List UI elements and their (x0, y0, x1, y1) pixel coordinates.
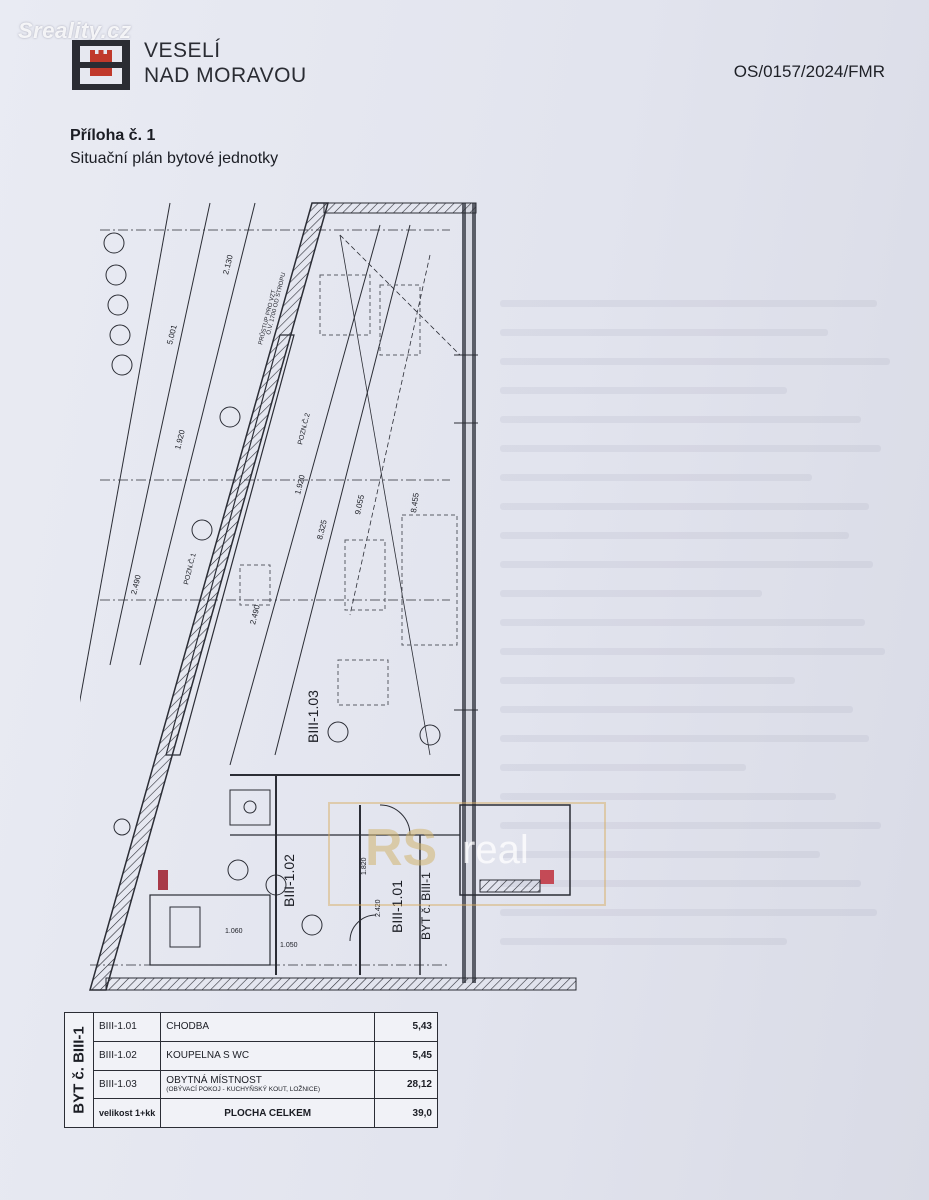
town-name-line1: VESELÍ (144, 39, 221, 62)
dimension-label: 1.820 (361, 857, 368, 875)
room-name: CHODBA (160, 1012, 375, 1042)
dimension-label: 2.490 (248, 603, 262, 625)
dimension-label: 5.001 (165, 323, 179, 345)
room-label-1-02: BIII-1.02 (281, 854, 297, 907)
table-total-row: velikost 1+kk PLOCHA CELKEM 39,0 (65, 1098, 438, 1128)
town-logo-icon (72, 40, 130, 90)
room-name-detail: (OBÝVACÍ POKOJ - KUCHYŇSKÝ KOUT, LOŽNICE… (166, 1085, 321, 1093)
dimension-label: 8.325 (315, 518, 329, 540)
dimension-label: 1.060 (225, 928, 243, 935)
total-label: PLOCHA CELKEM (160, 1098, 375, 1128)
table-row: BYT č. BIII-1 BIII-1.01 CHODBA 5,43 (64, 1012, 438, 1128)
table-row: BIII-1.03 OBYTNÁ MÍSTNOST (OBÝVACÍ POKOJ… (65, 1069, 438, 1100)
real-watermark-text: real (462, 828, 529, 872)
town-name-line2: NAD MORAVOU (144, 64, 307, 87)
plan-note: POZN.Č.1 (181, 552, 198, 586)
annex-title: Příloha č. 1 (70, 127, 156, 144)
unit-size-label: velikost 1+kk (92, 1098, 162, 1128)
dimension-label: 8.455 (409, 492, 421, 514)
room-name-cell: OBYTNÁ MÍSTNOST (OBÝVACÍ POKOJ - KUCHYŇS… (160, 1069, 375, 1100)
dimension-label: 1.920 (293, 473, 307, 495)
table-row: BIII-1.02 KOUPELNA S WC 5,45 (65, 1040, 438, 1071)
town-name: VESELÍ NAD MORAVOU (144, 38, 307, 88)
annex-subtitle: Situační plán bytové jednotky (70, 150, 279, 167)
room-area-table: BYT č. BIII-1 BIII-1.01 CHODBA 5,43 BIII… (64, 1012, 438, 1128)
dimension-label: 1.050 (280, 942, 298, 949)
unit-label: BYT č. BIII-1 (419, 872, 433, 940)
room-code: BIII-1.03 (92, 1069, 162, 1100)
room-area: 5,45 (374, 1040, 438, 1071)
dimension-label: 2.490 (129, 573, 143, 595)
reference-number: OS/0157/2024/FMR (733, 62, 885, 81)
room-label-1-03: BIII-1.03 (305, 690, 321, 743)
room-name: KOUPELNA S WC (160, 1040, 375, 1071)
bleed-through-text (500, 300, 910, 967)
plan-note: POZN.Č.2 (295, 412, 312, 446)
real-watermark-box (328, 802, 606, 906)
room-area: 5,43 (374, 1012, 438, 1042)
unit-side-label: BYT č. BIII-1 (70, 1026, 88, 1114)
floor-plan-drawing: BIII-1.03 BIII-1.02 BIII-1.01 BYT č. BII… (80, 202, 577, 991)
dimension-label: 2.130 (221, 253, 235, 275)
room-area: 28,12 (374, 1069, 438, 1100)
dimension-label: 9.055 (353, 493, 366, 515)
room-label-1-01: BIII-1.01 (389, 880, 405, 933)
dimension-label: 2.420 (375, 899, 382, 917)
room-name: OBYTNÁ MÍSTNOST (166, 1074, 262, 1086)
unit-side-cell: BYT č. BIII-1 (64, 1012, 94, 1128)
dimension-label: 1.920 (173, 428, 187, 450)
total-area: 39,0 (374, 1098, 438, 1128)
real-watermark-logo: RS (365, 819, 438, 877)
room-code: BIII-1.01 (92, 1012, 162, 1042)
room-code: BIII-1.02 (92, 1040, 162, 1071)
sreality-watermark: Sreality.cz (18, 18, 132, 43)
